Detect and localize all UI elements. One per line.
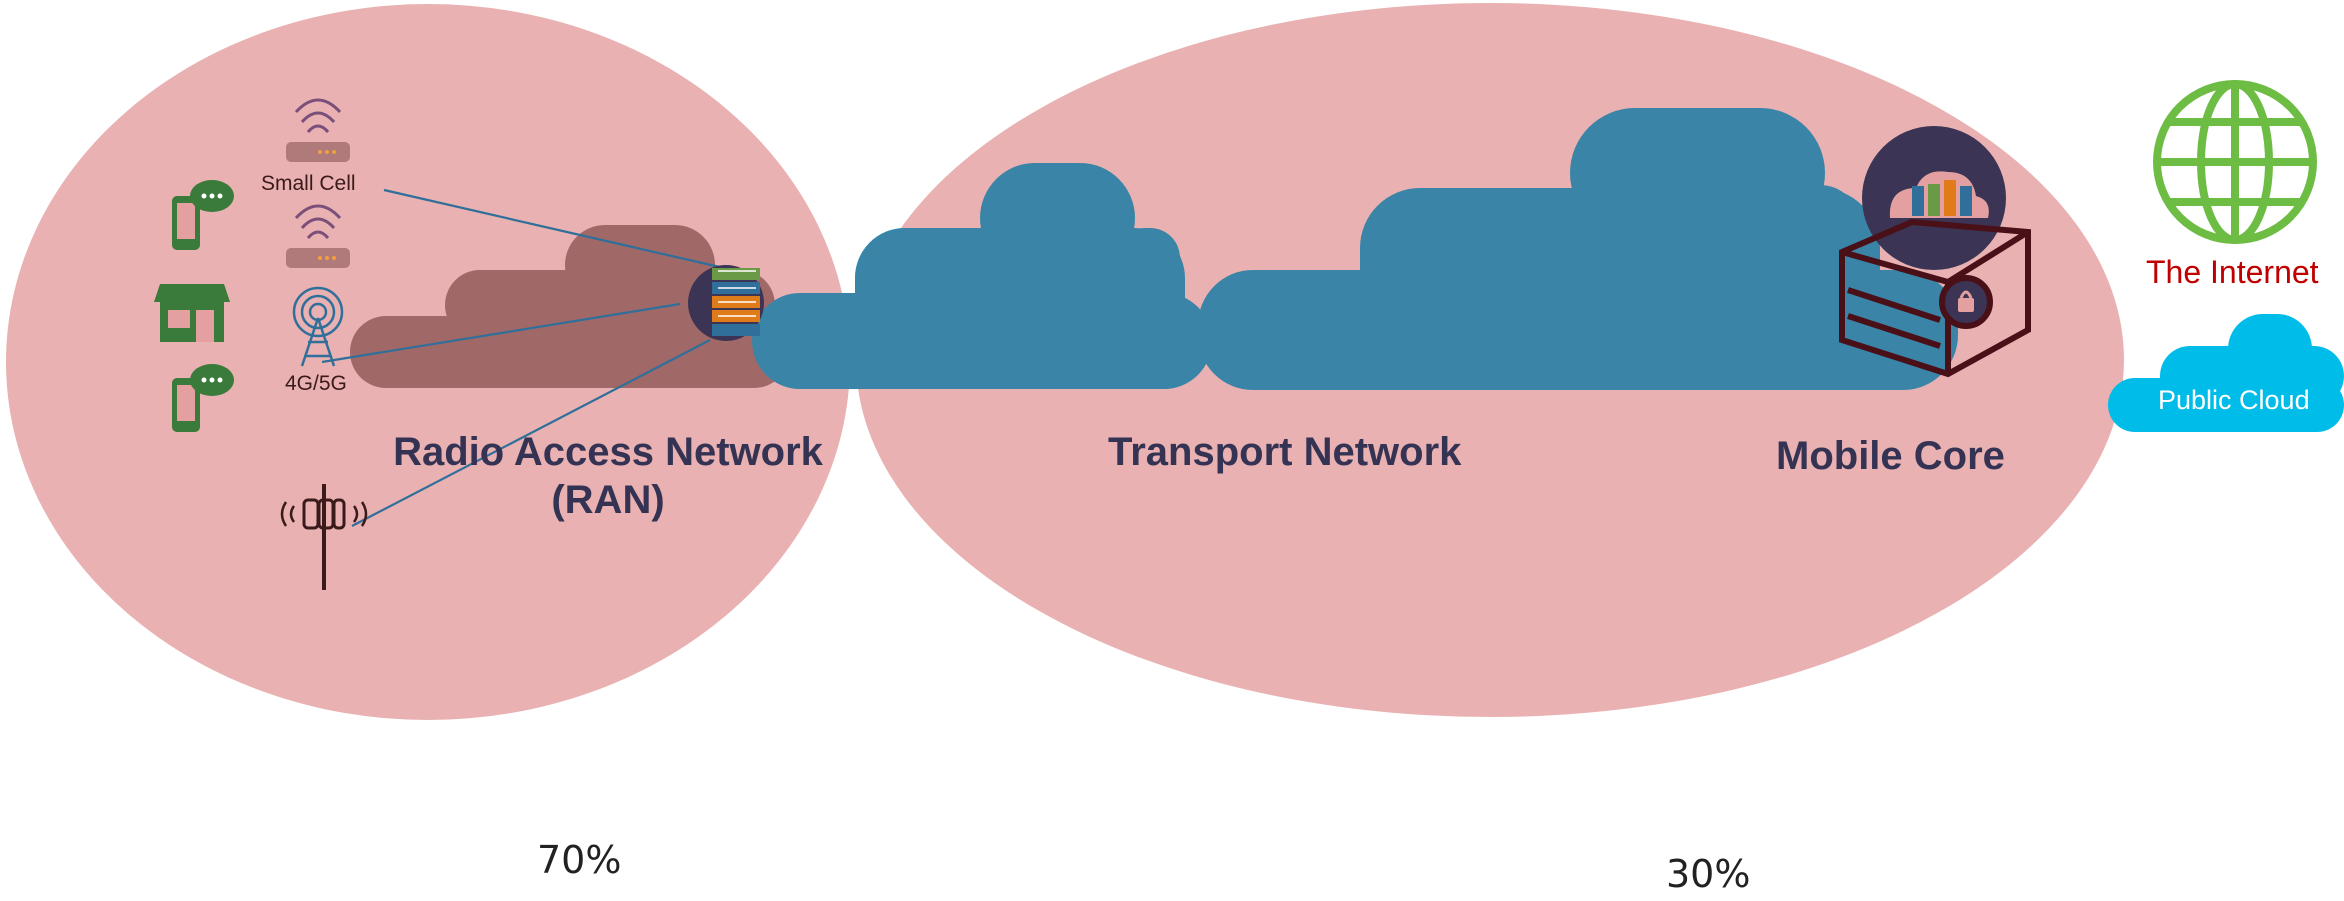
cloud-server-icon <box>1862 126 2006 270</box>
ran-cloud <box>350 225 790 388</box>
ran-label-line1: Radio Access Network <box>393 430 823 474</box>
server-rack-hub-icon <box>688 265 764 341</box>
cell-tower-icon <box>292 286 344 367</box>
transport-region-label: Transport Network <box>1108 430 1462 474</box>
storefront-icon <box>154 284 230 342</box>
smartphone-chat-icon <box>172 364 234 432</box>
macro-cell-label: 4G/5G <box>285 372 347 395</box>
core-region-label: Mobile Core <box>1776 434 2005 478</box>
globe-icon <box>2153 80 2317 244</box>
core-percent: 30% <box>1666 852 1751 896</box>
public-cloud-shape <box>2108 314 2344 432</box>
small-cell-router-icon <box>286 98 350 162</box>
small-cell-label: Small Cell <box>261 172 356 195</box>
secure-datacenter-box-icon <box>1839 218 2031 378</box>
ran-region-label: Radio Access Network (RAN) <box>378 428 838 524</box>
street-antenna-icon <box>280 484 368 590</box>
ran-label-line2: (RAN) <box>551 478 665 522</box>
smartphone-chat-icon <box>172 180 234 250</box>
internet-label: The Internet <box>2146 254 2319 290</box>
ran-links <box>321 188 725 527</box>
transport-cloud <box>752 108 1958 390</box>
small-cell-router-icon <box>286 204 350 268</box>
ran-percent: 70% <box>537 838 622 882</box>
public-cloud-label: Public Cloud <box>2158 385 2310 415</box>
